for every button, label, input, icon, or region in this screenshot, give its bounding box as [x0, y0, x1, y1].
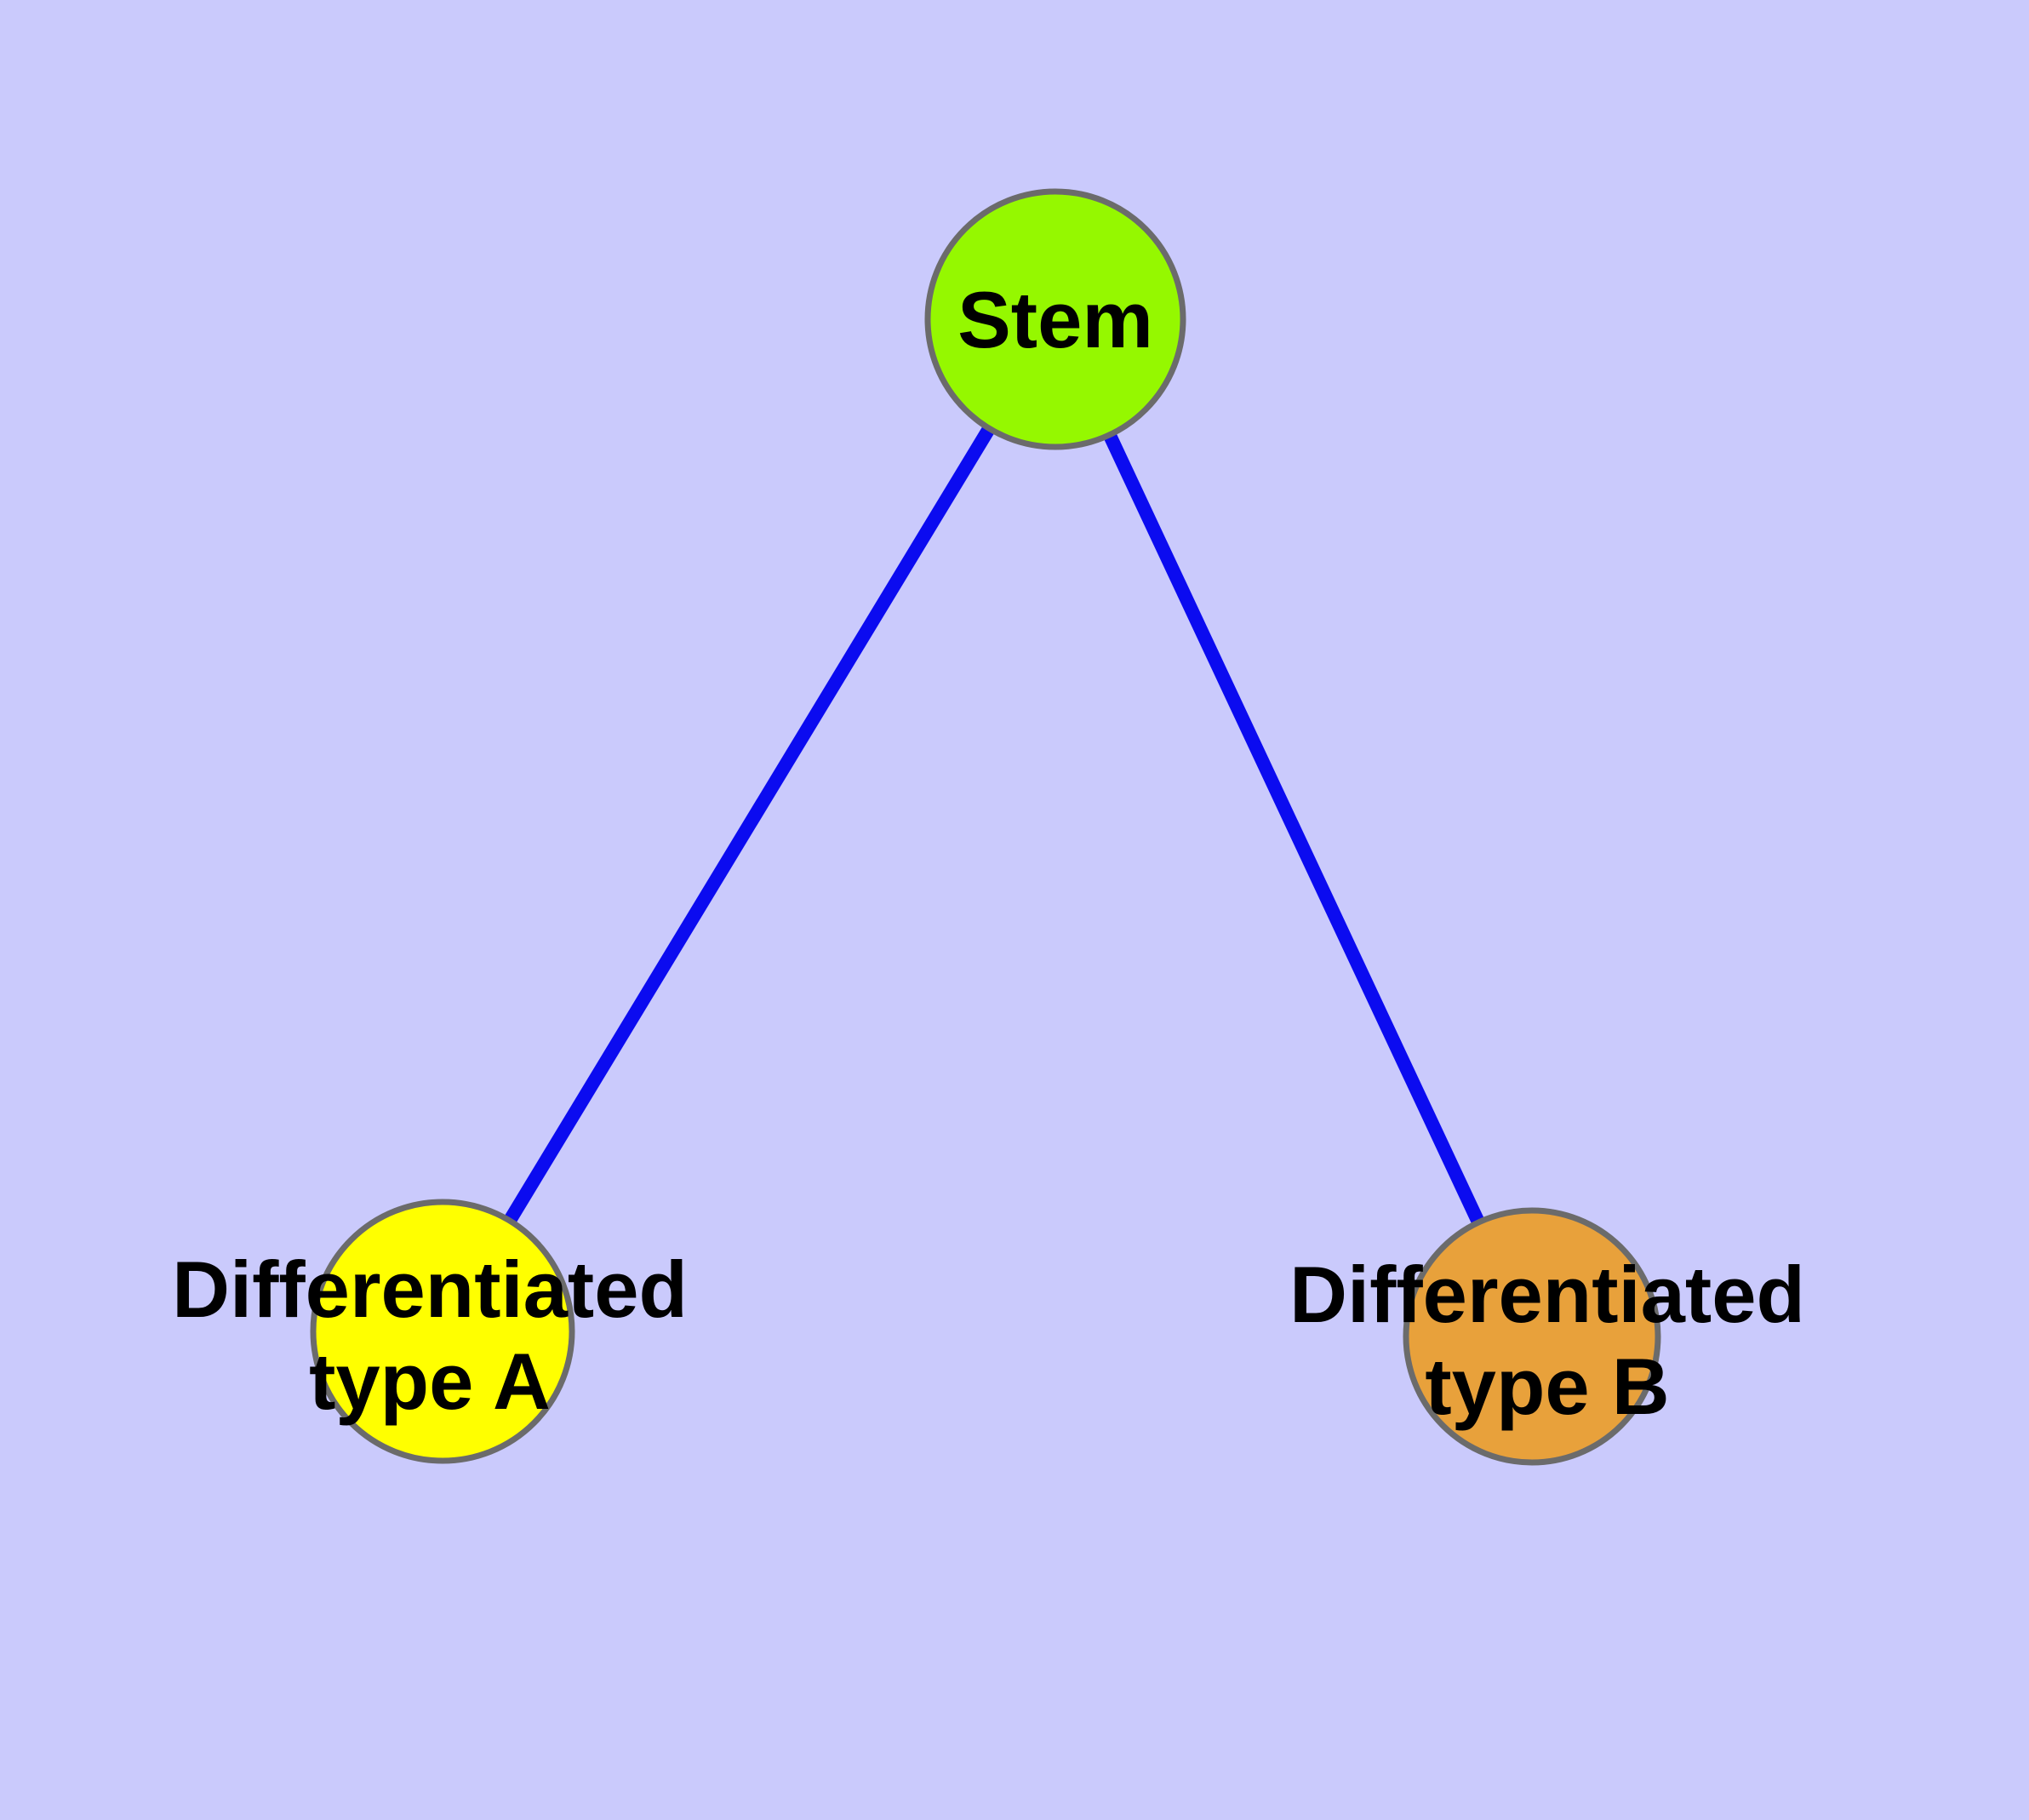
edge-stem-to-type-a	[437, 315, 1061, 1336]
node-type-b-label-line2: type B	[1425, 1342, 1669, 1431]
node-stem	[924, 188, 1186, 450]
node-type-a-label-line1: Differentiated	[172, 1245, 688, 1334]
node-type-b-label-line1: Differentiated	[1289, 1250, 1805, 1339]
node-type-a-label-line2: type A	[309, 1336, 551, 1426]
node-differentiated-type-b	[1403, 1207, 1661, 1466]
edge-stem-to-type-b	[1049, 316, 1539, 1340]
node-stem-label: Stem	[957, 275, 1153, 364]
node-differentiated-type-a	[310, 1199, 575, 1464]
